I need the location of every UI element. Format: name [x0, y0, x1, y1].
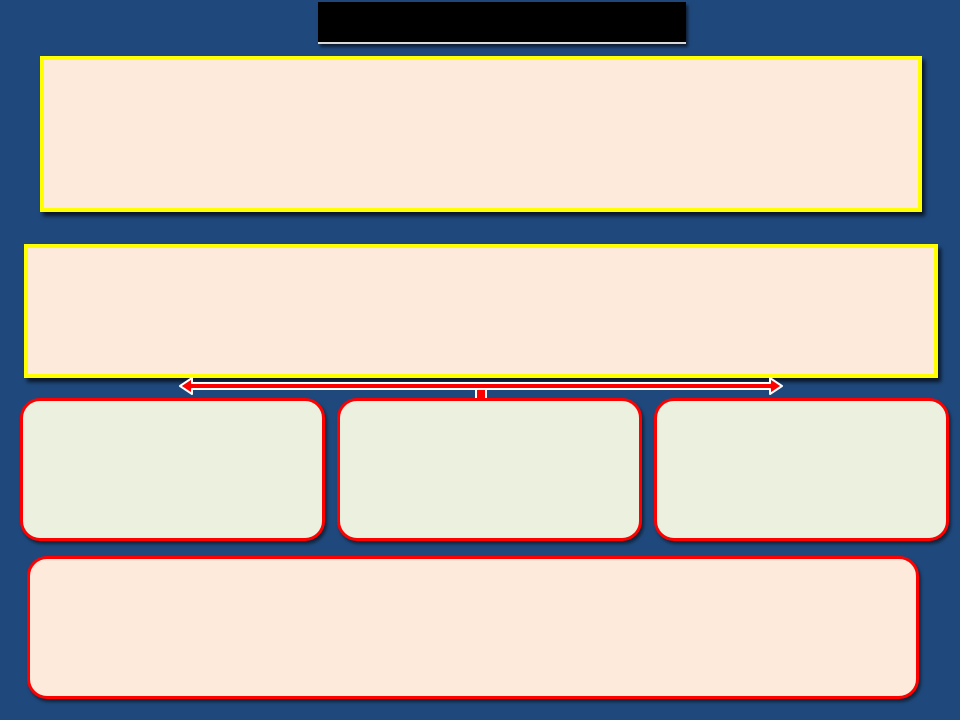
double-arrow-icon: [179, 377, 783, 395]
bottom-text-box: [27, 556, 919, 699]
middle-text-box: [24, 244, 938, 378]
branch-box-right: [654, 398, 949, 541]
branch-box-left: [20, 398, 325, 541]
title-banner: [318, 2, 686, 44]
branch-box-center: [337, 398, 642, 541]
top-text-box: [40, 56, 922, 212]
